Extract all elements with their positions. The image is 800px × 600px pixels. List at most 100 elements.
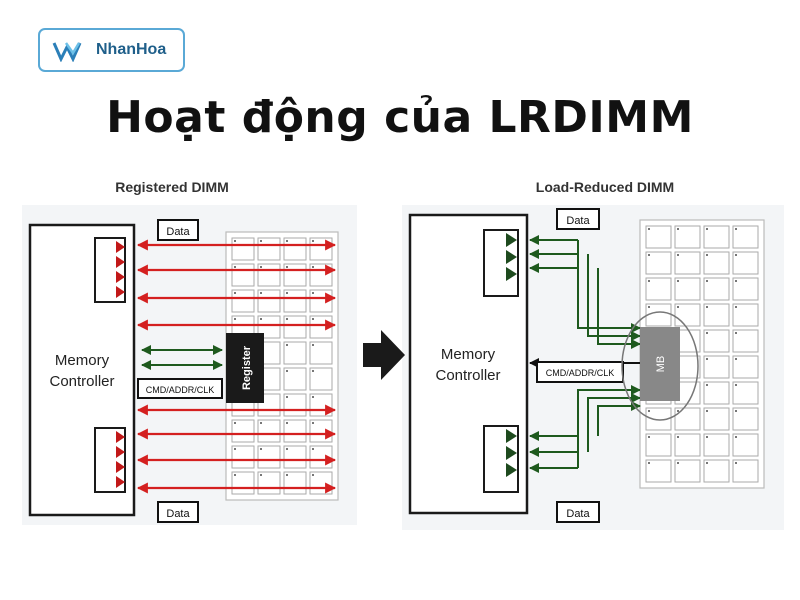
- dram-chip-dot: [312, 396, 314, 398]
- dram-chip-dot: [677, 306, 679, 308]
- dram-chip-dot: [677, 436, 679, 438]
- dram-chip-dot: [706, 306, 708, 308]
- dram-chip-dot: [735, 384, 737, 386]
- dram-chip: [732, 381, 759, 405]
- nhanhoa-logo-icon: [52, 42, 82, 62]
- driver-triangle-icon: [116, 271, 125, 283]
- dram-chip-dot: [735, 228, 737, 230]
- driver-triangle-icon: [116, 431, 125, 443]
- driver-triangle-icon: [506, 463, 517, 477]
- dram-chip-dot: [312, 474, 314, 476]
- dram-chip-dot: [735, 410, 737, 412]
- dram-chip-dot: [735, 436, 737, 438]
- dram-chip-dot: [706, 384, 708, 386]
- dram-chip: [645, 277, 672, 301]
- driver-triangle-icon: [116, 286, 125, 298]
- dram-chip-dot: [260, 422, 262, 424]
- register-label: Register: [241, 345, 253, 390]
- dram-chip-dot: [706, 228, 708, 230]
- dram-chip: [283, 367, 307, 391]
- dram-chip: [645, 459, 672, 483]
- dram-chip-dot: [286, 344, 288, 346]
- dram-chip: [674, 459, 701, 483]
- dram-chip-dot: [735, 332, 737, 334]
- dram-chip-dot: [234, 266, 236, 268]
- dram-chip-dot: [260, 240, 262, 242]
- dram-chip-dot: [312, 318, 314, 320]
- data-buffer-drivers: [116, 241, 125, 488]
- dram-chip: [732, 251, 759, 275]
- driver-triangle-icon: [506, 233, 517, 247]
- dram-chip: [703, 459, 730, 483]
- transition-arrow-icon: [363, 330, 405, 380]
- dram-chip-dot: [648, 410, 650, 412]
- memory-buffer-chip: [640, 327, 680, 401]
- dram-chip-dot: [706, 280, 708, 282]
- dram-chip-dot: [286, 370, 288, 372]
- dram-chip-dot: [312, 448, 314, 450]
- lrdimm-heading: Load-Reduced DIMM: [536, 179, 674, 195]
- lrdimm-data-label-bottom: Data: [566, 508, 590, 520]
- lrdimm-data-label-top: Data: [566, 215, 590, 227]
- dram-chip: [309, 341, 333, 365]
- driver-triangle-icon: [116, 461, 125, 473]
- data-label-bottom: Data: [166, 508, 190, 520]
- memory-controller-label-line2: Controller: [49, 373, 114, 390]
- brand-logo: NhanHoa: [38, 28, 185, 72]
- dram-chip: [732, 225, 759, 249]
- dram-chip-dot: [312, 292, 314, 294]
- dram-chip-dot: [735, 306, 737, 308]
- dram-chip: [674, 251, 701, 275]
- dram-chip: [732, 355, 759, 379]
- driver-triangle-icon: [506, 446, 517, 460]
- dram-chip: [645, 225, 672, 249]
- dram-chip: [645, 407, 672, 431]
- dram-chip: [703, 329, 730, 353]
- dram-chip-dot: [286, 396, 288, 398]
- dram-chip-dot: [286, 474, 288, 476]
- driver-triangle-icon: [506, 267, 517, 281]
- dram-chip-dot: [735, 462, 737, 464]
- dram-chip-dot: [234, 240, 236, 242]
- dram-chip: [645, 251, 672, 275]
- dram-chip: [703, 251, 730, 275]
- lrdimm-cmd-label-box: [536, 361, 624, 383]
- dram-chip-dot: [677, 280, 679, 282]
- dram-chip-dot: [234, 292, 236, 294]
- dram-chip: [732, 407, 759, 431]
- dram-chip-dot: [234, 318, 236, 320]
- dram-chip-dot: [706, 436, 708, 438]
- dram-chip-dot: [648, 436, 650, 438]
- dram-chip-dot: [706, 254, 708, 256]
- dram-chip-dot: [312, 240, 314, 242]
- brand-name: NhanHoa: [96, 41, 167, 58]
- dram-chip: [732, 277, 759, 301]
- lrdimm-data-label-bottom-box: [556, 501, 600, 523]
- dram-chip-dot: [286, 448, 288, 450]
- dram-chip: [645, 433, 672, 457]
- dram-chip-dot: [286, 318, 288, 320]
- dram-chip-dot: [260, 318, 262, 320]
- dram-chip-dot: [706, 332, 708, 334]
- register-chip: [226, 333, 264, 403]
- lrdimm-cmd-label: CMD/ADDR/CLK: [546, 368, 615, 378]
- dram-chip-dot: [648, 254, 650, 256]
- dram-chip-dot: [706, 462, 708, 464]
- dram-chip-dot: [234, 474, 236, 476]
- memory-controller-label-line1: Memory: [55, 352, 110, 369]
- cmd-label-box: [137, 378, 223, 399]
- dram-chip-dot: [648, 228, 650, 230]
- dram-chip: [703, 381, 730, 405]
- dram-chip-dot: [312, 422, 314, 424]
- dram-chip: [674, 407, 701, 431]
- dram-chip-dot: [260, 448, 262, 450]
- dram-chip-dot: [286, 422, 288, 424]
- dram-chip: [732, 433, 759, 457]
- dram-chip: [674, 433, 701, 457]
- driver-triangle-icon: [116, 241, 125, 253]
- data-label-bottom-box: [157, 501, 199, 523]
- dram-chip: [674, 277, 701, 301]
- data-label-top: Data: [166, 226, 190, 238]
- driver-triangle-icon: [506, 250, 517, 264]
